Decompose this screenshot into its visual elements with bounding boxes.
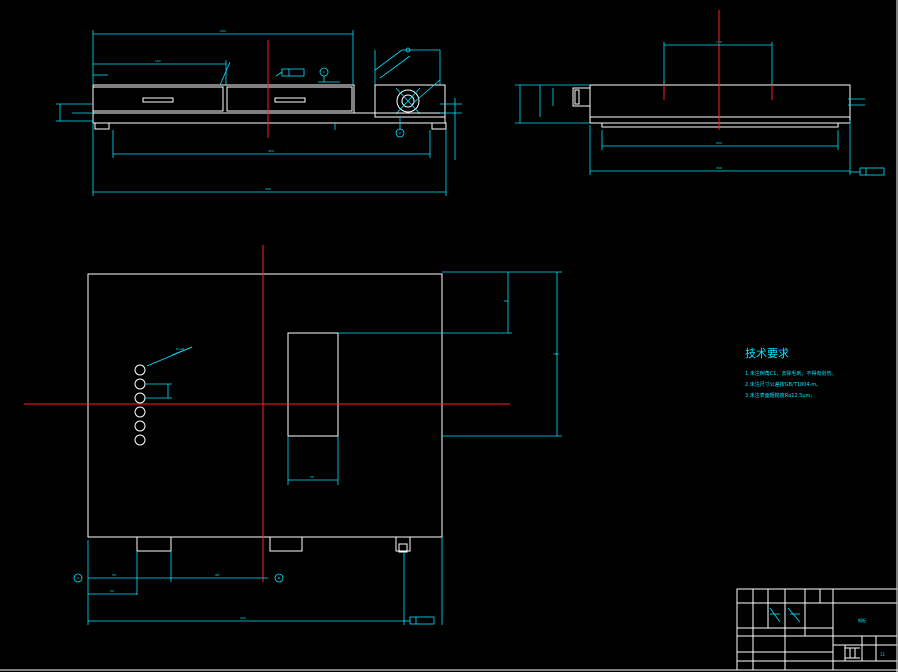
tech-req-line-2: 2.未注尺寸公差按GB/T1804-m。 [745, 381, 821, 388]
svg-text:98: 98 [215, 573, 219, 577]
end-bore-inner [401, 94, 415, 108]
datum-b-balloon [274, 573, 284, 583]
svg-text:170: 170 [716, 40, 722, 44]
technical-requirements: 技术要求 1.未注倒角C1，去除毛刺，不得有划伤。 2.未注尺寸公差按GB/T1… [745, 347, 836, 399]
hole-2 [134, 378, 146, 390]
svg-text:50: 50 [112, 573, 116, 577]
front-view: 294 160 300 360 1 [56, 29, 462, 196]
svg-text:260: 260 [716, 141, 722, 145]
tech-req-title: 技术要求 [745, 347, 789, 360]
svg-text:300: 300 [268, 149, 274, 153]
title-block-part-name: 钢板 [858, 617, 866, 623]
tech-req-line-1: 1.未注倒角C1，去除毛刺，不得有划伤。 [745, 370, 836, 377]
svg-text:294: 294 [220, 29, 226, 33]
tech-req-line-3: 3.未注表面粗糙度Ra12.5μm。 [745, 392, 815, 399]
hole-1 [134, 364, 146, 376]
svg-text:360: 360 [716, 166, 722, 170]
svg-text:360: 360 [265, 187, 271, 191]
svg-text:60: 60 [504, 299, 508, 303]
slot-left [142, 97, 174, 103]
hole-5 [134, 420, 146, 432]
svg-text:160: 160 [155, 59, 161, 63]
svg-text:50: 50 [310, 475, 314, 479]
side-view: 170 260 360 [515, 10, 885, 176]
balloon-2-label: 2 [399, 131, 401, 135]
svg-text:320: 320 [240, 616, 246, 620]
svg-text:180: 180 [553, 352, 559, 356]
hole-6 [134, 434, 146, 446]
balloon-1-label: 1 [323, 70, 325, 74]
datum-a-label: A [77, 576, 80, 580]
svg-text:6×φ8: 6×φ8 [176, 347, 184, 351]
datum-a-balloon [73, 573, 83, 583]
svg-text:50: 50 [110, 589, 114, 593]
title-block: 钢板 11 [736, 588, 898, 671]
balloon-2 [395, 128, 405, 138]
hole-3 [134, 392, 146, 404]
slot-right [274, 97, 306, 103]
top-view: 180 60 50 6×φ8 50 98 50 320 A [24, 245, 562, 625]
datum-b-label: B [278, 576, 280, 580]
end-bore-outer [396, 89, 420, 113]
hole-4 [134, 406, 146, 418]
title-block-sheet-number: 11 [880, 652, 886, 657]
